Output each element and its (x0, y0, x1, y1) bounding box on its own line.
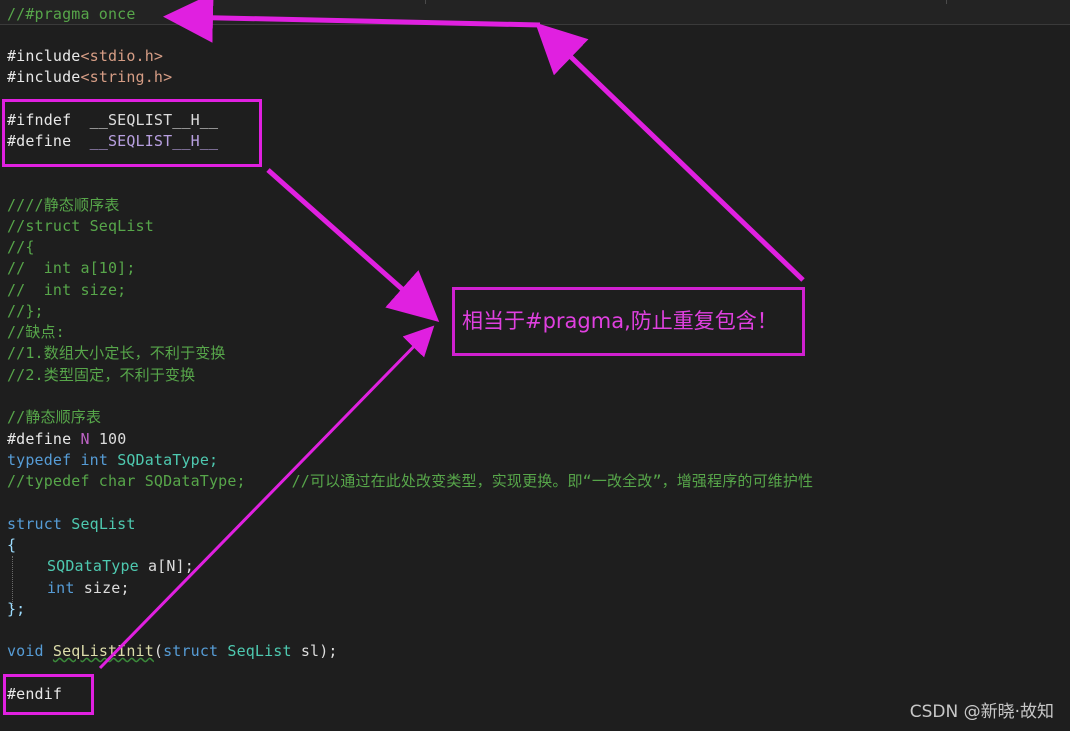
highlight-box-endif (3, 674, 94, 715)
code-line-comment: //{ (7, 238, 35, 256)
param-decl: sl); (300, 642, 338, 660)
annotation-callout: 相当于#pragma,防止重复包含！ (452, 287, 805, 356)
type-name: SeqList (71, 515, 136, 533)
preprocessor-keyword: #include (7, 47, 81, 65)
code-line-ifndef: #ifndef __SEQLIST__H__ (7, 110, 218, 131)
type-name: SQDataType (47, 557, 139, 575)
code-line-typedef-comment: //typedef char SQDataType; //可以通过在此处改变类型… (7, 472, 814, 490)
arrow-from-guard (266, 168, 440, 322)
keyword: int (47, 579, 75, 597)
code-line-comment: //2.类型固定，不利于变换 (7, 366, 196, 384)
code-line-comment: //缺点: (7, 323, 65, 341)
guard-macro: __SEQLIST__H__ (89, 132, 219, 150)
code-line-brace-open: { (7, 536, 17, 554)
code-line-member-a: SQDataType a[N]; (47, 556, 194, 577)
guard-macro: __SEQLIST__H__ (89, 111, 219, 129)
include-file: <stdio.h> (80, 47, 164, 65)
code-line-struct-decl: struct SeqList (7, 514, 136, 535)
highlight-box-include-guard (2, 99, 262, 167)
include-file: <string.h> (80, 68, 173, 86)
preprocessor-keyword: #ifndef (7, 111, 72, 129)
nav-segment-left[interactable] (0, 0, 426, 4)
preprocessor-keyword: #define (7, 132, 72, 150)
code-line-include-stdio: #include<stdio.h> (7, 46, 163, 67)
code-line-function-decl: void SeqListInit(struct SeqList sl); (7, 641, 338, 662)
code-line-comment: // int size; (7, 281, 127, 299)
code-line-comment: //静态顺序表 (7, 408, 102, 426)
member-decl: size; (83, 579, 130, 597)
code-line-pragma-comment: //#pragma once (7, 5, 136, 23)
code-line-comment: //}; (7, 302, 44, 320)
keyword: int (80, 451, 108, 469)
code-line-define-guard: #define __SEQLIST__H__ (7, 131, 218, 152)
keyword: struct (163, 642, 219, 660)
preprocessor-keyword: #define (7, 430, 72, 448)
keyword: struct (7, 515, 63, 533)
member-decl: a[N]; (148, 557, 194, 575)
arrow-to-pragma (163, 0, 541, 43)
code-line-comment: ////静态顺序表 (7, 196, 120, 214)
code-line-comment: // int a[10]; (7, 259, 136, 277)
code-line-typedef: typedef int SQDataType; (7, 450, 218, 471)
keyword: typedef (7, 451, 72, 469)
arrow-to-pragma-head (535, 22, 805, 282)
code-line-endif: #endif (7, 685, 63, 703)
code-line-member-size: int size; (47, 578, 130, 599)
code-line-define-n: #define N 100 (7, 429, 126, 450)
paren: ( (153, 642, 164, 660)
function-name: SeqListInit (52, 642, 154, 660)
code-line-include-string: #include<string.h> (7, 67, 172, 88)
nav-segment-middle[interactable] (426, 0, 947, 4)
code-line-comment: //struct SeqList (7, 217, 154, 235)
keyword: void (7, 642, 44, 660)
type-name: SQDataType; (117, 451, 219, 469)
arrow-from-endif (98, 325, 435, 670)
code-line-brace-close: }; (7, 600, 26, 618)
watermark: CSDN @新晓·故知 (909, 702, 1054, 722)
indent-guide (12, 556, 13, 606)
preprocessor-keyword: #include (7, 68, 81, 86)
type-name: SeqList (227, 642, 292, 660)
code-line-comment: //1.数组大小定长，不利于变换 (7, 344, 226, 362)
macro-value: 100 (98, 430, 127, 448)
macro-name: N (80, 430, 90, 448)
